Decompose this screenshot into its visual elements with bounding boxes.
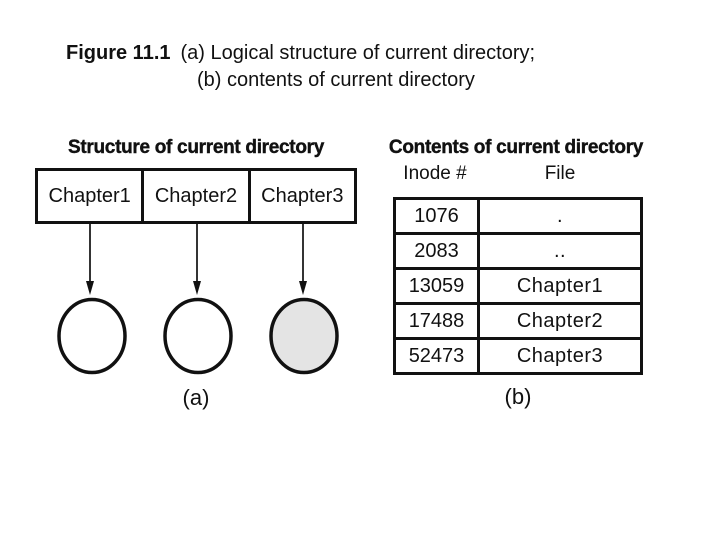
column-header-inode: Inode # — [403, 163, 467, 184]
arrow-down-icon — [86, 224, 94, 295]
inode-cell: 13059 — [396, 270, 480, 302]
figure-number: Figure 11.1 — [66, 42, 171, 64]
file-cell: Chapter1 — [516, 274, 604, 297]
file-circle-chapter2 — [163, 297, 233, 375]
table-row: 52473 Chapter3 — [396, 337, 640, 372]
inode-cell: 2083 — [396, 235, 480, 267]
table-row: 1076 . — [396, 200, 640, 232]
directory-entry-chapter3: Chapter3 — [247, 171, 354, 221]
file-circle-chapter3-shaded — [269, 297, 339, 375]
inode-cell: 17488 — [396, 305, 480, 337]
table-row: 17488 Chapter2 — [396, 302, 640, 337]
arrow-down-icon — [193, 224, 201, 295]
directory-entry-chapter2: Chapter2 — [141, 171, 247, 221]
directory-structure-box: Chapter1 Chapter2 Chapter3 — [35, 168, 357, 224]
panel-b-title: Contents of current directory — [388, 137, 644, 158]
caption-line-2: (b) contents of current directory — [197, 69, 475, 91]
table-row: 13059 Chapter1 — [396, 267, 640, 302]
panel-b-label: (b) — [504, 384, 532, 409]
figure-caption: Figure 11.1 (a) Logical structure of curr… — [66, 40, 535, 94]
panel-a-label: (a) — [182, 385, 210, 410]
arrow-down-icon — [299, 224, 307, 295]
panel-a-title: Structure of current directory — [68, 137, 325, 158]
caption-text-a: (a) Logical structure of current directo… — [180, 42, 536, 64]
file-cell: .. — [553, 239, 567, 262]
file-cell: . — [556, 204, 564, 227]
file-circle-chapter1 — [57, 297, 127, 375]
directory-entry-chapter1: Chapter1 — [48, 184, 131, 207]
file-cell: Chapter3 — [516, 344, 604, 367]
table-row: 2083 .. — [396, 232, 640, 267]
caption-line-1: Figure 11.1 (a) Logical structure of curr… — [66, 40, 535, 67]
file-cell: Chapter2 — [516, 309, 604, 332]
column-header-file: File — [544, 163, 576, 184]
directory-contents-table: 1076 . 2083 .. 13059 Chapter1 17488 Chap… — [393, 197, 643, 375]
inode-cell: 52473 — [396, 340, 480, 372]
inode-cell: 1076 — [396, 200, 480, 232]
